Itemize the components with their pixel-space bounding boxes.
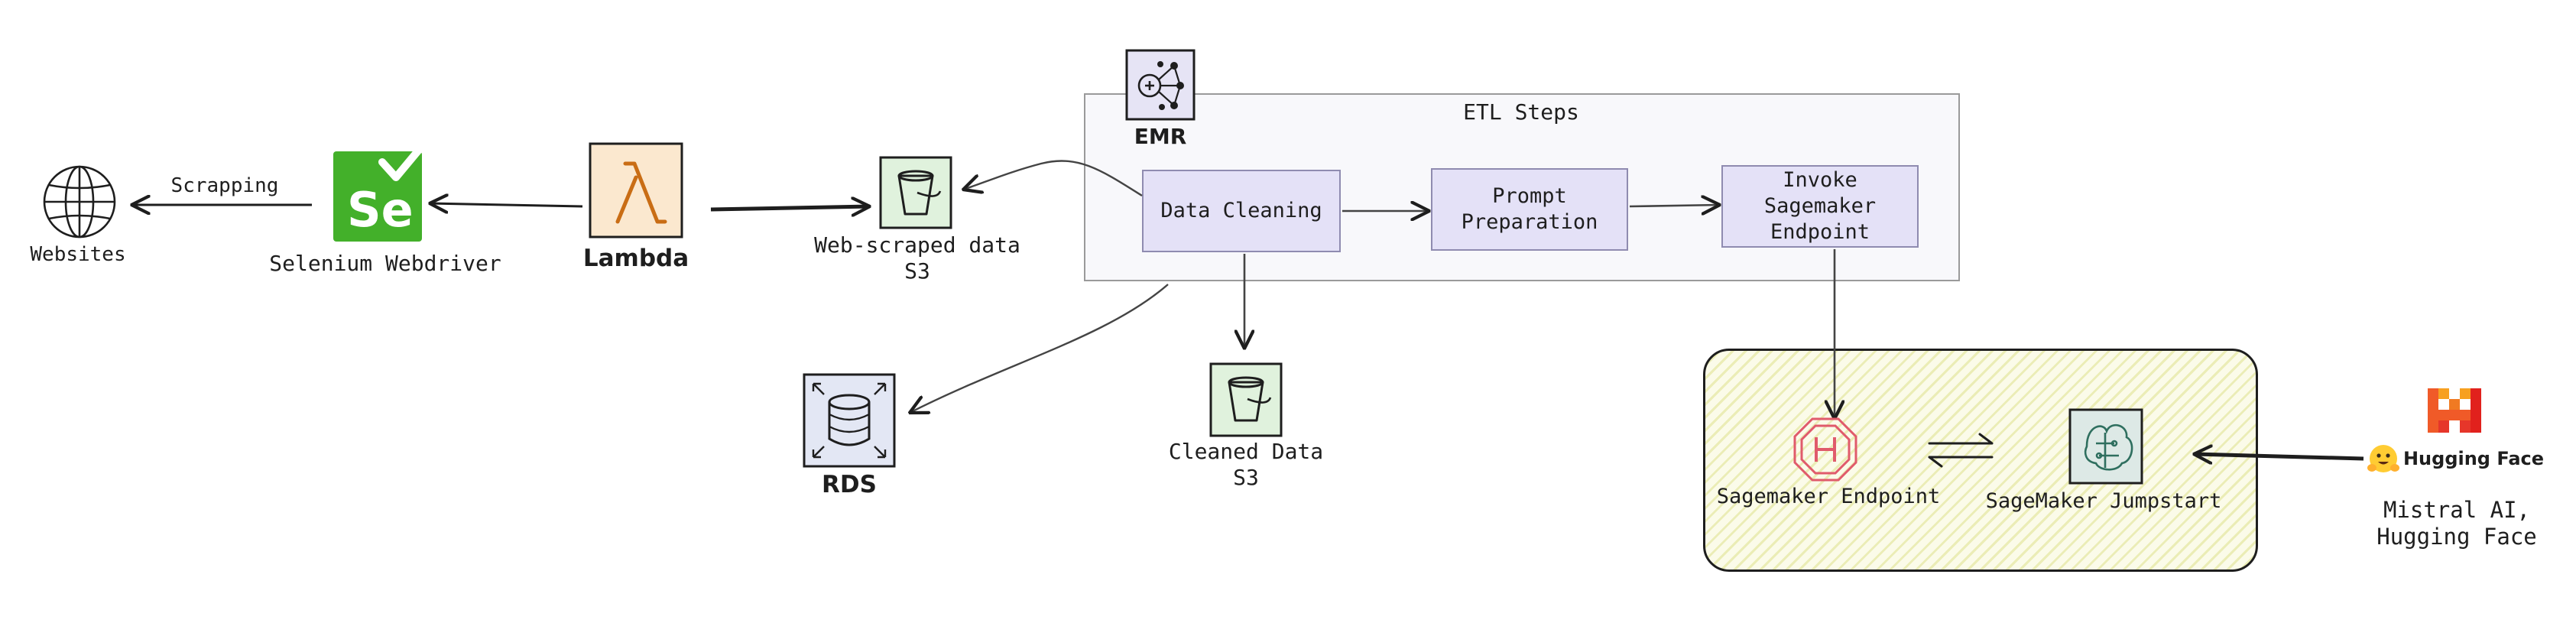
selenium-logo-icon (333, 146, 423, 242)
hugging-face-emoji-icon (2367, 445, 2399, 472)
rds-label: RDS (822, 471, 877, 498)
arrow-emr-to-rds (910, 284, 1169, 413)
sagemaker-jumpstart-icon (2068, 408, 2143, 485)
lambda-label: Lambda (582, 245, 689, 272)
arrow-models-to-jumpstart (2194, 454, 2364, 459)
prompt-label-line2: Preparation (1461, 210, 1598, 234)
s3-raw-label-line1: Web-scraped data (814, 232, 1020, 258)
arrow-data-cleaning-to-s3-raw (963, 160, 1143, 197)
invoke-sagemaker-endpoint-box[interactable]: Invoke Sagemaker Endpoint (1721, 165, 1919, 248)
etl-steps-title: ETL Steps (1463, 99, 1579, 125)
arrow-lambda-to-s3-raw (710, 206, 870, 209)
arrow-prompt-to-invoke (1629, 205, 1720, 206)
web-scraped-data-label: Web-scraped data S3 (814, 232, 1020, 284)
prompt-preparation-box[interactable]: Prompt Preparation (1431, 168, 1628, 251)
s3-bucket-icon-cleaned (1209, 362, 1283, 437)
prompt-preparation-label: Prompt Preparation (1462, 183, 1598, 235)
s3-clean-label-line2: S3 (1233, 464, 1259, 490)
models-label: Mistral AI, Hugging Face (2376, 497, 2537, 550)
emr-icon (1125, 49, 1196, 121)
bidirectional-sync-arrows (1928, 433, 1994, 468)
arrow-lambda-to-selenium (430, 203, 583, 206)
s3-bucket-icon-raw (879, 156, 952, 229)
sagemaker-endpoint-label: Sagemaker Endpoint (1716, 485, 1941, 508)
selenium-webdriver-label: Selenium Webdriver (269, 251, 501, 276)
sagemaker-endpoint-icon (1793, 417, 1857, 482)
prompt-label-line1: Prompt (1492, 184, 1567, 209)
mistral-ai-logo-icon (2428, 388, 2481, 433)
s3-raw-label-line2: S3 (904, 258, 930, 284)
emr-label: EMR (1134, 124, 1187, 149)
websites-label: Websites (30, 243, 126, 266)
sagemaker-jumpstart-label: SageMaker Jumpstart (1985, 489, 2222, 513)
models-label-line2: Hugging Face (2376, 523, 2537, 550)
scrapping-edge-label: Scrapping (170, 174, 279, 197)
lambda-icon (589, 142, 683, 238)
invoke-label-line2: Endpoint (1770, 219, 1870, 244)
selenium-logo-text: Se (347, 182, 414, 238)
cleaned-data-label: Cleaned Data S3 (1169, 439, 1323, 490)
data-cleaning-box[interactable]: Data Cleaning (1142, 170, 1341, 252)
s3-clean-label-line1: Cleaned Data (1168, 439, 1324, 464)
invoke-label-line1: Invoke Sagemaker (1763, 168, 1877, 219)
invoke-endpoint-label: Invoke Sagemaker Endpoint (1723, 167, 1917, 245)
data-cleaning-label: Data Cleaning (1160, 199, 1322, 223)
sagemaker-panel (1703, 349, 2258, 572)
models-label-line1: Mistral AI, (2383, 497, 2531, 523)
hugging-face-logo-label: Hugging Face (2402, 448, 2545, 469)
rds-icon (803, 373, 896, 468)
globe-icon (43, 165, 116, 238)
